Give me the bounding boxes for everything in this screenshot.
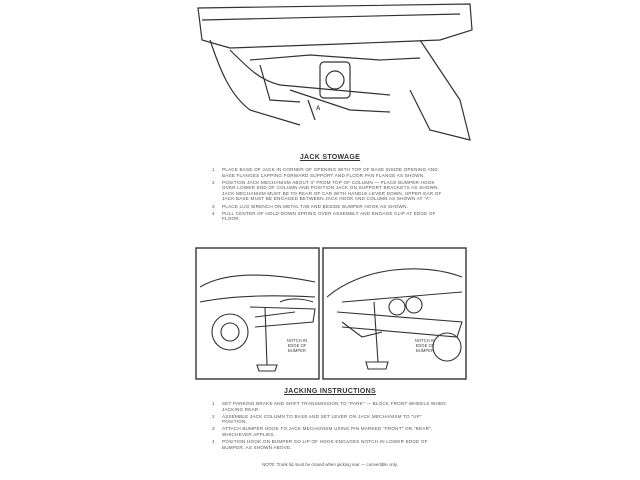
right-notch-label: NOTCH IN EDGE OF BUMPER (414, 338, 436, 353)
rear-jacking-illustration (322, 247, 467, 380)
callout-a: A (316, 106, 321, 112)
jacking-instructions-title: JACKING INSTRUCTIONS (284, 388, 376, 395)
front-jacking-illustration (195, 247, 320, 380)
left-notch-label: NOTCH IN EDGE OF BUMPER (286, 338, 308, 353)
convertible-note: NOTE: Trunk lid must be closed when jack… (262, 462, 398, 467)
trunk-stowage-illustration (197, 3, 473, 141)
jack-stowage-title: JACK STOWAGE (299, 154, 361, 161)
